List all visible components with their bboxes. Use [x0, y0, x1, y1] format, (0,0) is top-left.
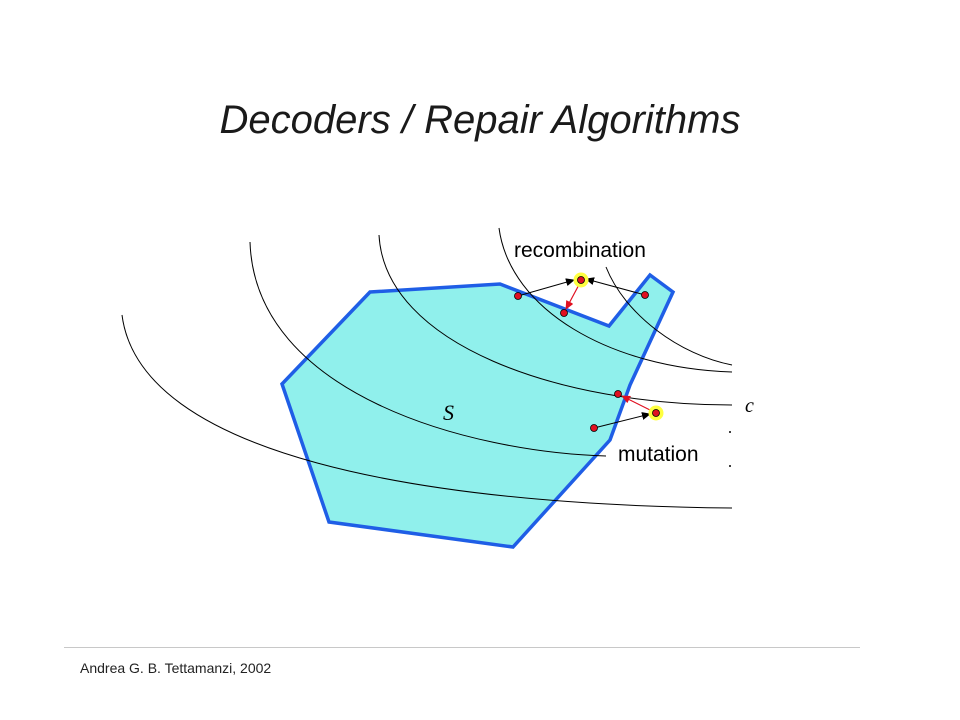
- footer-credit: Andrea G. B. Tettamanzi, 2002: [80, 660, 272, 676]
- repaired-point: [560, 309, 568, 317]
- contour-line: [498, 227, 733, 373]
- offspring-point: [652, 409, 660, 417]
- contour-line: [121, 314, 733, 509]
- contour-lines: [121, 227, 733, 509]
- slide-title: Decoders / Repair Algorithms: [219, 98, 741, 142]
- recombination-label: recombination: [514, 239, 646, 262]
- recombination-arrow-right: [585, 277, 646, 296]
- region-label: S: [443, 400, 454, 425]
- repaired-point: [614, 390, 622, 398]
- contour-line: [249, 241, 607, 457]
- footer-divider: [64, 647, 860, 648]
- constraint-label: c: [745, 395, 754, 417]
- parent-point: [514, 292, 522, 300]
- feasible-region: [280, 272, 676, 549]
- recombination-arrow-left: [517, 278, 575, 297]
- offspring-point: [577, 276, 585, 284]
- contour-line: [378, 234, 733, 406]
- parent-point: [641, 291, 649, 299]
- mutation-arrow: [593, 412, 651, 429]
- parent-point: [590, 424, 598, 432]
- mutation-label: mutation: [618, 443, 699, 466]
- contour-line: [605, 266, 733, 366]
